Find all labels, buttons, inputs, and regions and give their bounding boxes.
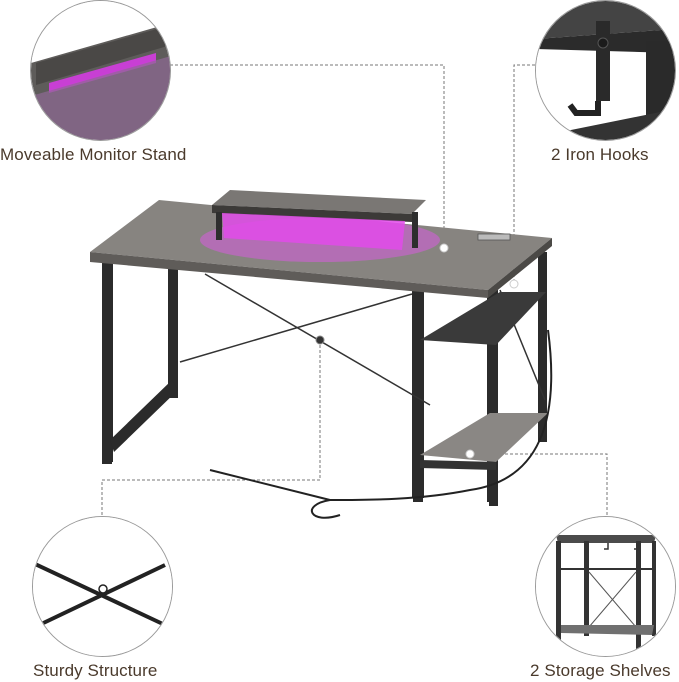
feature-circle-storage-shelves [535, 516, 676, 657]
feature-circle-iron-hooks [535, 0, 676, 141]
feature-circle-monitor-stand [30, 0, 171, 141]
feature-label-sturdy-structure: Sturdy Structure [33, 661, 158, 680]
feature-label-iron-hooks: 2 Iron Hooks [551, 145, 649, 164]
storage-shelf-icon [536, 517, 675, 656]
feature-label-monitor-stand: Moveable Monitor Stand [0, 145, 187, 164]
monitor-stand-led-icon [31, 1, 170, 140]
x-brace-icon [33, 517, 172, 656]
iron-hook-icon [536, 1, 675, 140]
feature-label-storage-shelves: 2 Storage Shelves [530, 661, 671, 680]
feature-circle-sturdy-structure [32, 516, 173, 657]
